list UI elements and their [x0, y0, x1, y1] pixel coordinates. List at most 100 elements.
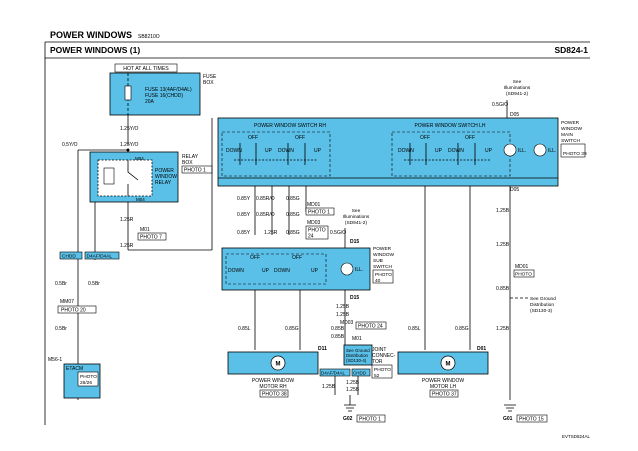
wire-label: 1.25R — [264, 230, 278, 236]
main-switch-photo-ref — [560, 143, 586, 158]
wires-to-motor-lh — [424, 186, 471, 350]
connector-d11: D11 — [318, 346, 327, 352]
md03-photo-ref — [305, 225, 329, 240]
main-switch-photo-text: PHOTO 39 — [563, 151, 587, 157]
relay-contact-icon — [127, 160, 139, 196]
sheet-number: SD824-1 — [554, 45, 588, 55]
connector-d15: D15 — [350, 239, 359, 245]
wire-label: 0.85B — [331, 334, 345, 340]
connector-md01: MD01 — [307, 202, 321, 208]
connector-d05: D05 — [510, 112, 519, 118]
wire-label: 0.85R/O — [256, 196, 275, 202]
wires-to-sub — [254, 186, 307, 235]
motor-lh-icon — [440, 355, 456, 371]
main-switch-label-2: WINDOW — [561, 126, 583, 132]
md01-photo-ref — [305, 207, 335, 216]
wire-label: 0.85L — [238, 326, 251, 332]
switch-label-up: UP — [485, 148, 493, 154]
hot-at-all-times-text: HOT AT ALL TIMES — [123, 66, 169, 72]
wires-to-motor-rh — [254, 290, 301, 350]
wire-label: 1.25B — [496, 208, 510, 214]
etacm-label: ETACM — [66, 366, 83, 372]
fuse-label-3: 20A — [145, 99, 155, 105]
wires-to-g02 — [334, 376, 359, 395]
joint-photo-text-2: 52 — [374, 373, 380, 379]
joint-variant-d4af-text: D4AF/D4AL — [321, 371, 346, 376]
g02-photo-ref — [356, 414, 386, 423]
wire-label: 0.85G — [285, 326, 299, 332]
g01-photo-ref — [516, 414, 548, 423]
wire-label: 0.85G — [286, 230, 300, 236]
joint-variant-chdd-text: CHDD — [353, 371, 367, 376]
connector-m04: M04 — [136, 197, 145, 202]
main-switch-box — [217, 117, 559, 187]
switch-rh-title: POWER WINDOW SWITCH RH — [254, 123, 326, 129]
see-illum-label-3: (SD941-2) — [506, 91, 529, 97]
joint-gd-1: See Ground — [346, 348, 370, 353]
sub-label-up: UP — [311, 268, 319, 274]
switch-label-up: UP — [435, 148, 443, 154]
sub-label-down: DOWN — [228, 268, 244, 274]
mm07-photo-ref — [57, 305, 97, 314]
switch-label-up: UP — [314, 148, 322, 154]
see-ground-right-3: (SD130-3) — [530, 308, 553, 314]
motor-lh-photo-ref — [429, 389, 459, 398]
sub-switch-label-1: POWER — [373, 246, 392, 252]
etacm-photo-ref — [77, 371, 99, 387]
motor-rh-m: M — [276, 362, 281, 368]
sub-switch-photo-ref — [372, 269, 394, 284]
switch-label-off: OFF — [465, 135, 475, 141]
see-ground-right-1: See Ground — [530, 296, 556, 302]
etacm-photo-text-2: 26/26 — [80, 380, 92, 386]
section-title: POWER WINDOWS — [50, 30, 132, 40]
sub-switch-label-4: SWITCH — [373, 264, 392, 270]
wire-label: 0.85B — [331, 326, 345, 332]
illumination-lamp-icon — [533, 143, 547, 157]
variant-chdd-text: CHDD — [62, 254, 76, 260]
connector-md03-joint: MD03 — [340, 320, 354, 326]
motor-rh-photo-ref — [259, 389, 289, 398]
wire-label: 0.5G/O — [330, 230, 346, 236]
rh-switch-contacts — [239, 143, 306, 165]
wire-label: 1.25B — [346, 387, 360, 393]
switch-label-ill: ILL. — [548, 148, 556, 154]
wire-label: 1.25R — [120, 243, 134, 249]
wire-label: 0.85G — [286, 212, 300, 218]
sub-switch-label-3: SUB — [373, 258, 383, 264]
see-illum-label-2: Illuminations — [504, 85, 531, 91]
sub-switch-photo-text-1: PHOTO — [375, 272, 392, 278]
switch-label-ill: ILL. — [518, 148, 526, 154]
relay-coil-icon — [103, 167, 115, 185]
fuse-label-2: FUSE 16(CHDD) — [145, 93, 183, 99]
etacm-photo-text-1: PHOTO — [80, 374, 97, 380]
main-switch-label-1: POWER — [561, 120, 580, 126]
relay-box-label-1: RELAY — [182, 154, 199, 160]
joint-md03-photo-ref — [355, 321, 387, 330]
wire-label: 0.85Y — [237, 230, 251, 236]
md03-photo-text-1: PHOTO — [308, 228, 326, 234]
wire-label: 0.5G/O — [492, 102, 508, 108]
wire-label: 1.25B — [322, 384, 336, 390]
see-illum-label-1: See — [513, 79, 522, 85]
wire-label: 0.85B — [496, 286, 510, 292]
illumination-lamp-icon — [503, 143, 517, 157]
lh-switch-contacts — [409, 143, 476, 165]
motor-rh-label-2: MOTOR RH — [259, 384, 287, 390]
switch-lh-title: POWER WINDOW SWITCH LH — [414, 123, 485, 129]
see-illum-mid-1: See — [352, 208, 361, 214]
sub-illumination-lamp-icon — [340, 262, 354, 276]
wire-label: 0.85L — [408, 326, 421, 332]
switch-label-down: DOWN — [398, 148, 414, 154]
wire-label: 0.85Y — [237, 196, 251, 202]
switch-label-up: UP — [265, 148, 273, 154]
see-illum-mid-2: Illuminations — [343, 214, 370, 220]
motor-rh-label-1: POWER WINDOW — [252, 378, 294, 384]
md03-photo-text-2: 24 — [308, 234, 314, 240]
motor-rh-photo-text: PHOTO 38 — [262, 392, 287, 398]
connector-d01: D01 — [477, 346, 486, 352]
motor-lh-photo-text: PHOTO 37 — [432, 392, 457, 398]
relay-label-2: WINDOW — [155, 174, 177, 180]
joint-photo-ref — [371, 364, 393, 379]
switch-label-off: OFF — [248, 135, 258, 141]
